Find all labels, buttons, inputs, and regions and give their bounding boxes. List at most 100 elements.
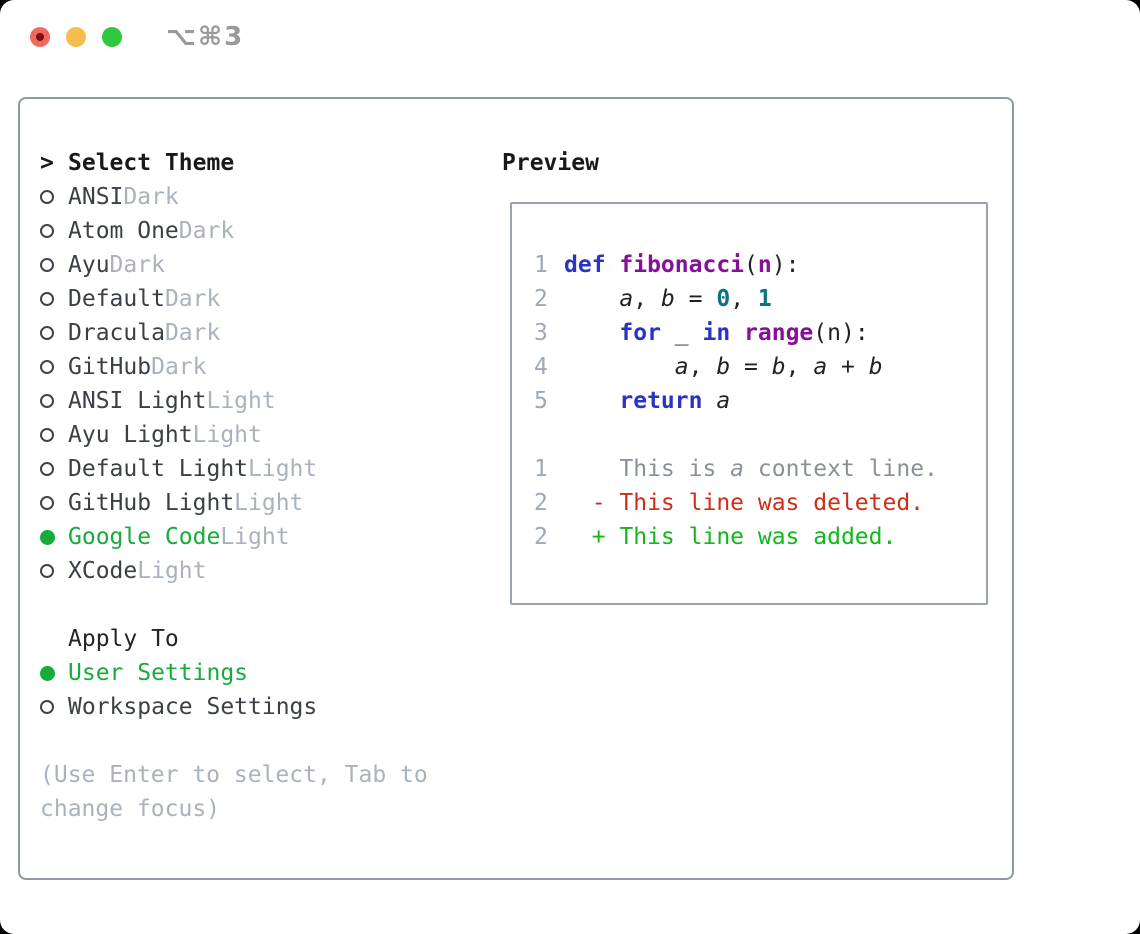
theme-item-default-light-light[interactable]: Default Light Light xyxy=(40,452,484,486)
code-segment: fibonacci xyxy=(619,252,745,278)
code-segment xyxy=(702,384,716,418)
theme-item-atom-one-dark[interactable]: Atom One Dark xyxy=(40,214,484,248)
radio-slot xyxy=(40,462,68,476)
code-segment: = xyxy=(730,354,772,380)
theme-variant: Dark xyxy=(151,354,207,380)
line-number: 5 xyxy=(534,388,548,414)
radio-unselected-icon xyxy=(40,360,54,374)
theme-item-google-code-light[interactable]: Google Code Light xyxy=(40,520,484,554)
apply-option-label: User Settings xyxy=(68,660,249,686)
theme-variant: Dark xyxy=(164,286,221,312)
theme-item-ayu-light-light[interactable]: Ayu Light Light xyxy=(40,418,484,452)
code-segment: ): xyxy=(771,252,800,278)
preview-line-code: 3 for _ in range(n): xyxy=(534,316,986,350)
line-number: 1 xyxy=(534,252,548,278)
apply-to-header-label: Apply To xyxy=(68,626,179,652)
radio-slot xyxy=(40,428,68,442)
radio-slot xyxy=(40,326,68,340)
code-segment: ( xyxy=(744,252,758,278)
apply-option-workspace-settings[interactable]: Workspace Settings xyxy=(40,690,484,724)
apply-option-user-settings[interactable]: User Settings xyxy=(40,656,484,690)
preview-line-added: 2 + This line was added. xyxy=(534,520,986,554)
minimize-button[interactable] xyxy=(66,27,86,47)
theme-name: Default xyxy=(68,286,165,312)
theme-variant: Dark xyxy=(123,184,179,210)
theme-item-xcode-light[interactable]: XCode Light xyxy=(40,554,484,588)
radio-selected-icon xyxy=(40,529,55,545)
theme-item-github-dark[interactable]: GitHub Dark xyxy=(40,350,484,384)
theme-item-ansi-dark[interactable]: ANSI Dark xyxy=(40,180,484,214)
radio-unselected-icon xyxy=(40,258,54,272)
radio-slot xyxy=(40,529,68,545)
window-title: ⌥⌘3 xyxy=(166,22,245,52)
theme-name: XCode xyxy=(68,558,138,584)
code-segment xyxy=(564,316,619,350)
theme-variant: Light xyxy=(248,456,318,482)
code-segment: - This line was deleted. xyxy=(564,490,925,516)
close-dot-icon xyxy=(36,33,44,41)
line-number xyxy=(534,418,564,452)
theme-item-dracula-dark[interactable]: Dracula Dark xyxy=(40,316,484,350)
code-segment: b xyxy=(660,286,675,312)
radio-slot xyxy=(40,700,68,714)
code-segment: n xyxy=(757,252,772,278)
code-segment: context line. xyxy=(744,456,938,482)
theme-name: Google Code xyxy=(68,524,221,550)
apply-to-header: Apply To xyxy=(40,622,484,656)
code-segment: + This line was added. xyxy=(564,524,897,550)
code-segment: for xyxy=(619,320,661,346)
code-segment: a xyxy=(813,354,828,380)
theme-list-header-label: Select Theme xyxy=(68,150,235,176)
code-segment: a xyxy=(730,456,745,482)
radio-slot xyxy=(40,258,68,272)
theme-name: ANSI Light xyxy=(68,388,207,414)
preview-line-context: 1 This is a context line. xyxy=(534,452,986,486)
code-segment: , xyxy=(633,286,661,312)
theme-name: Default Light xyxy=(68,456,249,482)
hint-text-line-2: change focus) xyxy=(40,796,221,822)
theme-item-default-dark[interactable]: Default Dark xyxy=(40,282,484,316)
radio-slot xyxy=(40,292,68,306)
radio-slot xyxy=(40,496,68,510)
theme-variant: Light xyxy=(137,558,207,584)
theme-item-ayu-dark[interactable]: Ayu Dark xyxy=(40,248,484,282)
theme-variant: Light xyxy=(206,388,276,414)
radio-slot xyxy=(40,564,68,578)
line-number: 4 xyxy=(534,354,548,380)
preview-line-deleted: 2 - This line was deleted. xyxy=(534,486,986,520)
radio-unselected-icon xyxy=(40,190,54,204)
line-number: 2 xyxy=(534,490,548,516)
code-segment: , xyxy=(688,354,717,380)
line-number: 3 xyxy=(534,320,548,346)
spacer xyxy=(40,724,484,758)
code-segment xyxy=(564,350,675,384)
close-button[interactable] xyxy=(30,27,50,47)
theme-name: Ayu Light xyxy=(68,422,193,448)
spacer xyxy=(40,588,484,622)
line-number: 2 xyxy=(534,286,548,312)
line-number: 1 xyxy=(534,456,548,482)
theme-item-ansi-light-light[interactable]: ANSI Light Light xyxy=(40,384,484,418)
code-segment xyxy=(730,316,744,350)
radio-unselected-icon xyxy=(40,564,54,578)
apply-option-label: Workspace Settings xyxy=(68,694,318,720)
code-segment: b xyxy=(771,354,786,380)
zoom-button[interactable] xyxy=(102,27,122,47)
code-segment: _ xyxy=(660,320,703,346)
theme-item-github-light-light[interactable]: GitHub Light Light xyxy=(40,486,484,520)
radio-unselected-icon xyxy=(40,224,54,238)
radio-unselected-icon xyxy=(40,428,54,442)
selection-arrow-icon: > xyxy=(40,150,54,176)
code-segment: b xyxy=(868,354,883,380)
theme-list-header: > Select Theme xyxy=(40,146,484,180)
code-segment: , xyxy=(785,354,814,380)
radio-unselected-icon xyxy=(40,462,54,476)
radio-slot xyxy=(40,360,68,374)
code-segment: return xyxy=(619,388,703,414)
radio-unselected-icon xyxy=(40,700,54,714)
theme-variant: Dark xyxy=(178,218,235,244)
